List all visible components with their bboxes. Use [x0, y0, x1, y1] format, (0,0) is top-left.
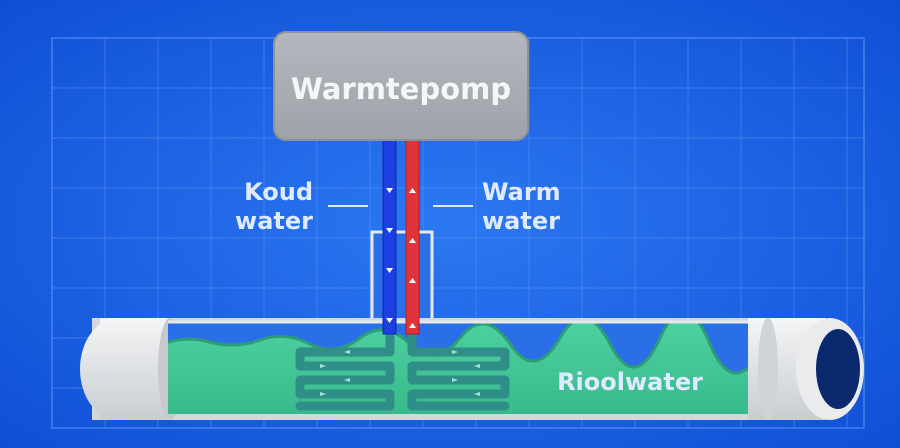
- sewage-water-label: Rioolwater: [557, 368, 703, 396]
- heat-exchanger-coil-left: [295, 325, 395, 411]
- warm-water-label-line1: Warm: [482, 178, 561, 206]
- warm-water-label-line2: water: [482, 207, 560, 235]
- cold-water-pipe: [382, 137, 397, 335]
- cold-water-label-line2: water: [235, 207, 313, 235]
- riser-sleeve: [370, 230, 434, 326]
- heat-exchanger-coil-right: [407, 325, 510, 411]
- warm-water-pipe: [405, 137, 420, 335]
- cold-water-label-line1: Koud: [244, 178, 313, 206]
- heat-pump-label: Warmtepomp: [291, 72, 511, 106]
- coil-flow-arrows: [320, 350, 480, 396]
- heat-pump-unit: Warmtepomp: [273, 31, 529, 141]
